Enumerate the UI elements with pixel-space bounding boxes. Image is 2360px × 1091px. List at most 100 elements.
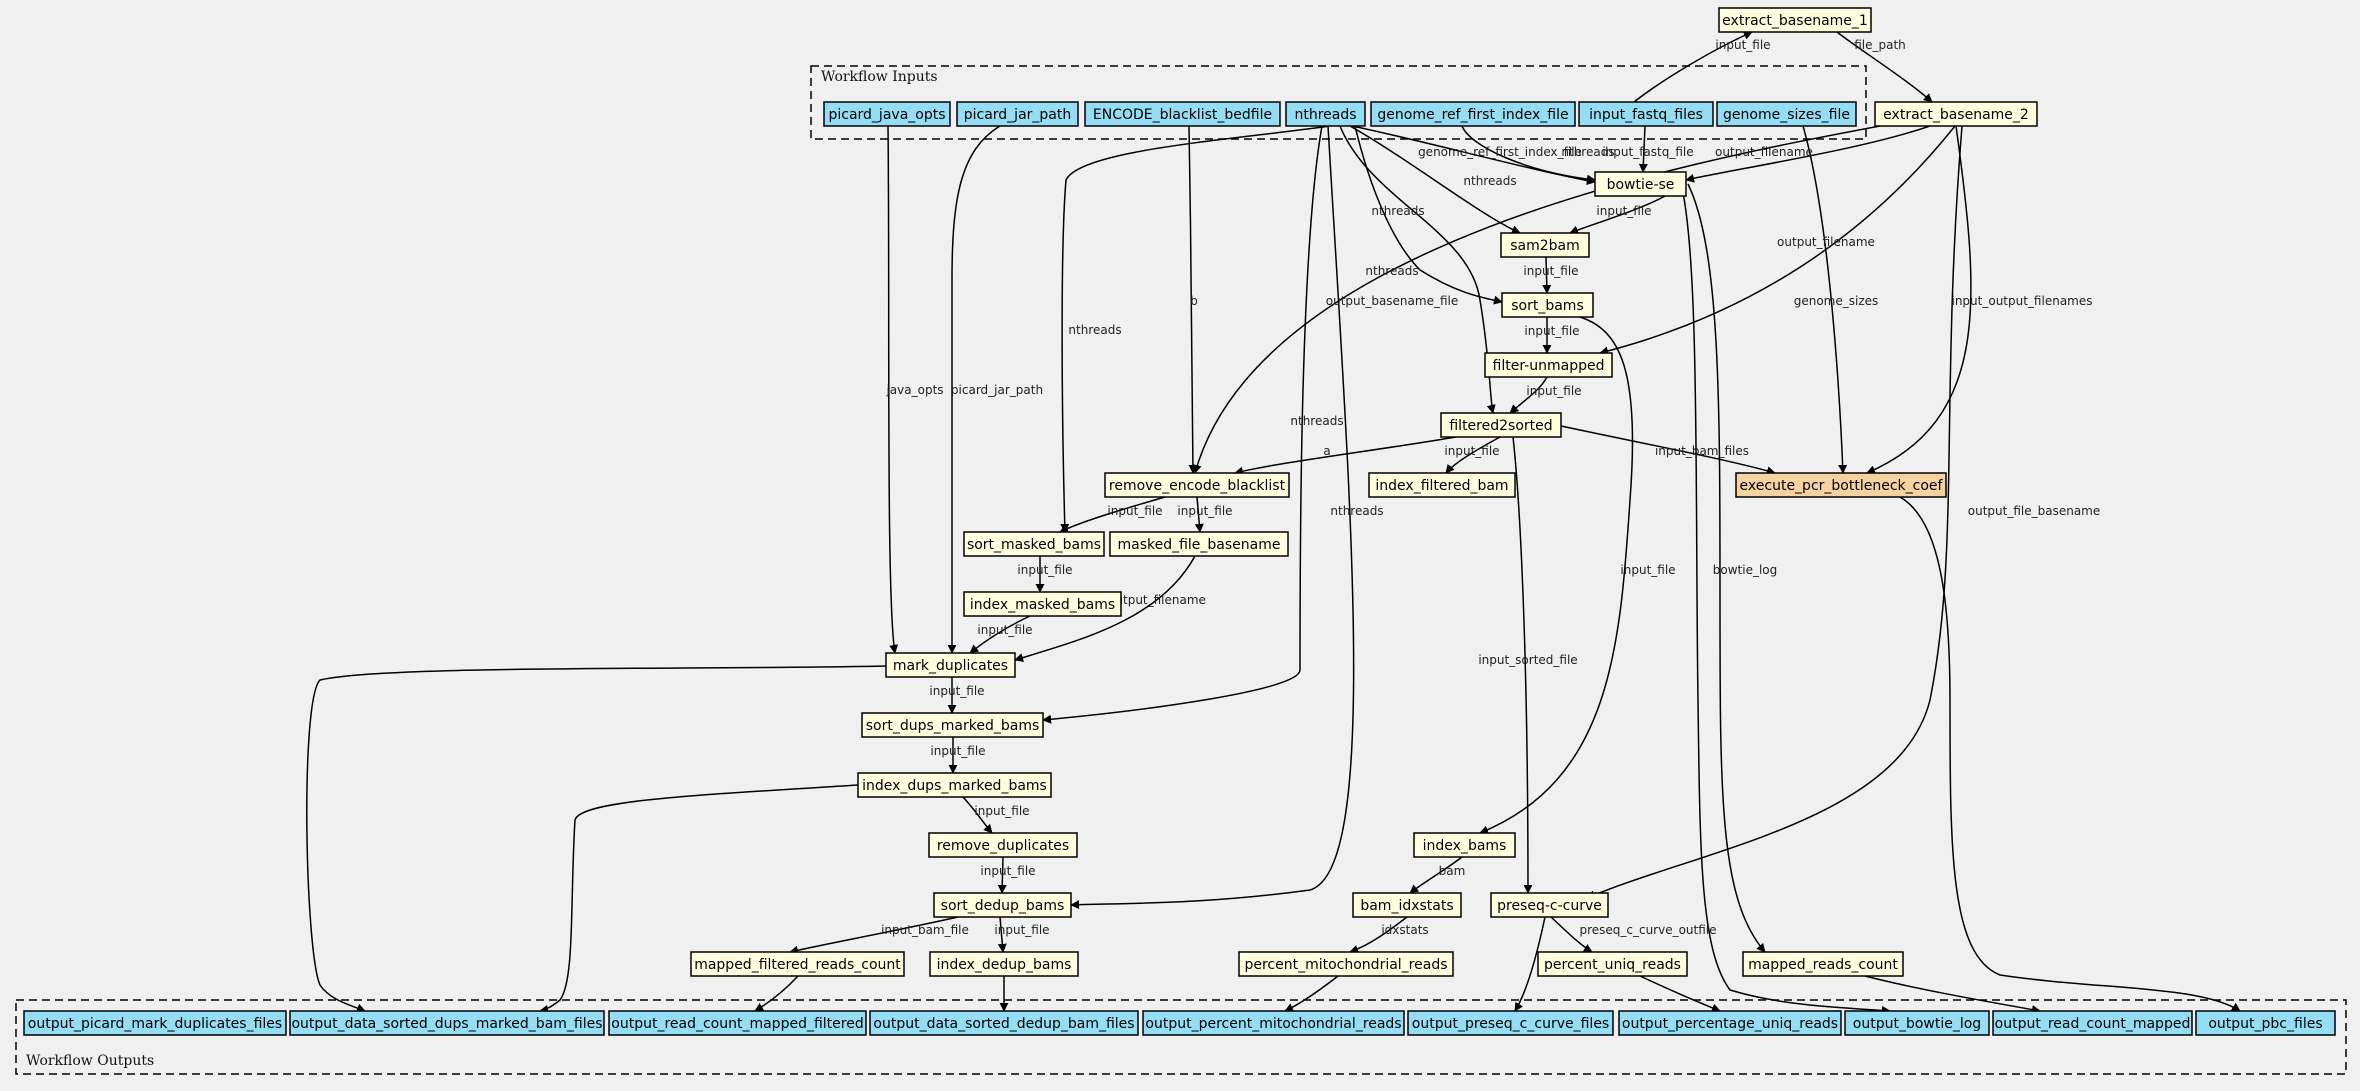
edge-extract_basename_2-to-bowtie_se: [1685, 125, 1931, 183]
node-output-read-count-mapped: output_read_count_mapped: [1992, 1010, 2193, 1036]
edge-nthreads-to-sort_dedup_bams: [1070, 125, 1355, 910]
node-box: [1104, 472, 1290, 498]
node-picard-jar-path: picard_jar_path: [956, 101, 1079, 127]
edges-layer: [306, 31, 2241, 1015]
node-box: [928, 832, 1078, 858]
edge-label: java_opts: [885, 383, 943, 397]
node-box: [690, 951, 905, 977]
node-label: output_read_count_mapped: [1995, 1016, 2191, 1032]
node-output-picard-mark-duplicates-files: output_picard_mark_duplicates_files: [23, 1010, 287, 1036]
node-label: bowtie-se: [1607, 177, 1675, 193]
node-preseq-c-curve: preseq-c-curve: [1490, 892, 1609, 918]
node-label: remove_encode_blacklist: [1109, 478, 1286, 494]
node-remove-encode-blacklist: remove_encode_blacklist: [1104, 472, 1290, 498]
node-output-bowtie-log: output_bowtie_log: [1844, 1010, 1990, 1036]
node-sort-dedup-bams: sort_dedup_bams: [933, 892, 1072, 918]
node-box: [1735, 472, 1947, 498]
node-box: [1742, 951, 1904, 977]
node-label: mark_duplicates: [893, 658, 1008, 674]
node-label: output_data_sorted_dups_marked_bam_files: [291, 1016, 602, 1032]
node-sort-bams: sort_bams: [1501, 292, 1594, 318]
node-output-data-sorted-dups-marked-bam-files: output_data_sorted_dups_marked_bam_files: [289, 1010, 605, 1036]
node-label: picard_jar_path: [964, 107, 1072, 123]
node-bowtie-se: bowtie-se: [1594, 171, 1687, 197]
edge-extract_basename_2-to-remove_encode_blacklist: [1192, 125, 1881, 474]
node-label: percent_uniq_reads: [1544, 957, 1681, 973]
node-label: output_percent_mitochondrial_reads: [1145, 1016, 1401, 1032]
node-index-dedup-bams: index_dedup_bams: [929, 951, 1079, 977]
node-extract-basename-2: extract_basename_2: [1874, 101, 2038, 127]
edge-label: bam: [1439, 864, 1466, 878]
edge-bowtie_se-to-output_bowtie_log: [1679, 179, 1891, 1015]
node-box: [1718, 7, 1872, 33]
node-label: sort_dedup_bams: [941, 898, 1065, 914]
node-label: genome_ref_first_index_file: [1377, 107, 1568, 123]
node-box: [289, 1010, 605, 1036]
edge-label: input_file: [1524, 324, 1579, 338]
edge-label: nthreads: [1068, 323, 1121, 337]
node-box: [1238, 951, 1454, 977]
node-box: [1716, 101, 1857, 127]
edge-label: input_file: [1177, 504, 1232, 518]
node-box: [1618, 1010, 1842, 1036]
edge-label: a: [1323, 444, 1330, 458]
node-label: index_bams: [1423, 838, 1507, 854]
node-label: filtered2sorted: [1449, 418, 1552, 434]
cluster-workflow-outputs: Workflow Outputs: [15, 999, 2347, 1075]
node-label: sam2bam: [1510, 238, 1580, 254]
edge-label: output_basename_file: [1326, 294, 1459, 308]
node-box: [869, 1010, 1139, 1036]
node-box: [1484, 352, 1613, 378]
edge-extract_basename_2-to-preseq_c_curve: [1586, 125, 1963, 899]
node-genome-sizes-file: genome_sizes_file: [1716, 101, 1857, 127]
node-label: masked_file_basename: [1117, 537, 1280, 553]
node-output-preseq-c-curve-files: output_preseq_c_curve_files: [1407, 1010, 1614, 1036]
edge-label: b: [1190, 294, 1198, 308]
edge-label: output_filename: [1715, 145, 1813, 159]
node-label: nthreads: [1294, 107, 1356, 123]
edge-picard_jar_path-to-mark_duplicates: [947, 125, 1001, 654]
edge-label: input_file: [1107, 504, 1162, 518]
edge-label: genome_sizes: [1794, 294, 1879, 308]
edge-label: input_file: [930, 744, 985, 758]
node-label: index_dups_marked_bams: [862, 778, 1047, 794]
edge-input_fastq_files-to-bowtie_se: [1638, 125, 1648, 173]
node-label: output_picard_mark_duplicates_files: [28, 1016, 282, 1032]
node-box: [1407, 1010, 1614, 1036]
node-output-read-count-mapped-filtered: output_read_count_mapped_filtered: [608, 1010, 867, 1036]
node-box: [1352, 892, 1462, 918]
edge-nthreads-to-sort_bams: [1354, 125, 1503, 305]
edge-label: nthreads: [1561, 145, 1614, 159]
node-input-fastq-files: input_fastq_files: [1578, 101, 1714, 127]
node-label: execute_pcr_bottleneck_coef: [1740, 478, 1944, 494]
edge-label: nthreads: [1290, 414, 1343, 428]
edge-percent_mitochondrial_reads-to-output_percent_mitochondrial_reads: [1284, 975, 1339, 1012]
edge-label: nthreads: [1330, 504, 1383, 518]
edge-label: input_file: [1620, 563, 1675, 577]
edge-mark_duplicates-to-output_picard_mark_duplicates_files: [306, 665, 887, 1013]
node-label: sort_masked_bams: [967, 537, 1101, 553]
edge-index_dups_marked_bams-to-output_data_sorted_dups_marked_bam_files: [539, 784, 859, 1014]
node-box: [929, 951, 1079, 977]
node-index-masked-bams: index_masked_bams: [963, 591, 1122, 617]
node-label: genome_sizes_file: [1723, 107, 1850, 123]
edge-nthreads-to-sam2bam: [1349, 125, 1521, 234]
node-extract-basename-1: extract_basename_1: [1718, 7, 1872, 33]
node-encode-blacklist-bedfile: ENCODE_blacklist_bedfile: [1084, 101, 1281, 127]
node-box: [1992, 1010, 2193, 1036]
node-bam-idxstats: bam_idxstats: [1352, 892, 1462, 918]
edge-sort_bams-to-index_bams: [1479, 316, 1634, 835]
node-box: [1285, 101, 1366, 127]
node-label: mapped_filtered_reads_count: [694, 957, 901, 973]
node-box: [1142, 1010, 1405, 1036]
edge-label: file_path: [1854, 38, 1906, 52]
edge-bam_idxstats-to-percent_mitochondrial_reads: [1349, 916, 1408, 954]
edge-picard_java_opts-to-mark_duplicates: [887, 125, 899, 654]
edge-encode_blacklist_bedfile-to-remove_encode_blacklist: [1188, 125, 1198, 474]
node-label: output_bowtie_log: [1853, 1016, 1981, 1032]
node-box: [1874, 101, 2038, 127]
node-box: [963, 531, 1105, 557]
edge-index_bams-to-bam_idxstats: [1409, 856, 1463, 894]
edge-label: nthreads: [1463, 174, 1516, 188]
edge-bowtie_se-to-mapped_reads_count: [1687, 183, 1766, 953]
